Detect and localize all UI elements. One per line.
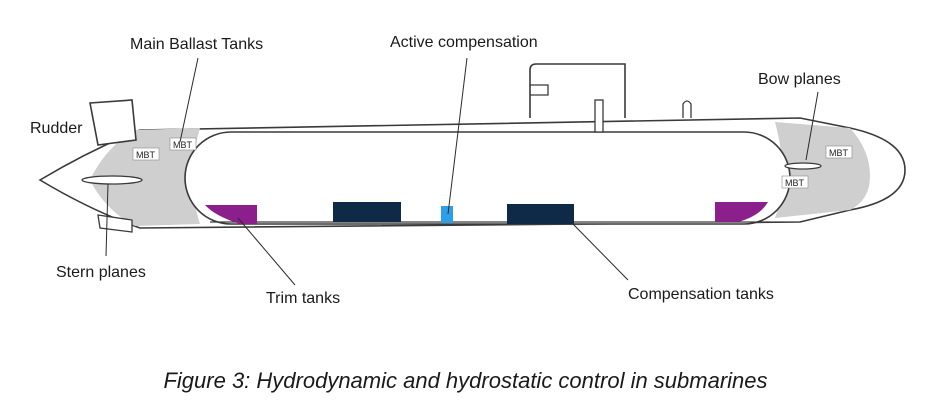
mast	[594, 99, 604, 133]
label-stern-planes: Stern planes	[56, 264, 146, 281]
svg-text:MBT: MBT	[173, 140, 193, 150]
svg-text:MBT: MBT	[829, 148, 849, 158]
label-rudder: Rudder	[30, 120, 83, 137]
trim-tank-aft	[205, 205, 257, 224]
leader-bow-planes	[805, 91, 819, 161]
compensation-tank-aft	[333, 202, 401, 222]
label-active-compensation: Active compensation	[390, 34, 538, 51]
figure-caption: Figure 3: Hydrodynamic and hydrostatic c…	[163, 368, 768, 393]
mbt-tag-bow-1: MBT	[825, 145, 853, 159]
leader-lines	[105, 57, 819, 286]
svg-text:MBT: MBT	[785, 178, 805, 188]
active-compensation-tank	[441, 206, 453, 223]
leader-stern-planes	[105, 183, 109, 257]
label-compensation-tanks: Compensation tanks	[628, 286, 774, 303]
periscope	[682, 100, 692, 118]
svg-text:MBT: MBT	[136, 150, 156, 160]
leader-main-ballast	[179, 57, 199, 143]
sail	[529, 63, 626, 118]
mbt-tag-stern-1: MBT	[132, 147, 160, 161]
mbt-tag-bow-2: MBT	[781, 175, 809, 189]
label-bow-planes: Bow planes	[758, 71, 841, 88]
label-main-ballast-tanks: Main Ballast Tanks	[130, 36, 264, 53]
label-trim-tanks: Trim tanks	[266, 290, 341, 307]
leader-compensation-tanks	[571, 222, 629, 281]
trim-tank-fwd	[715, 202, 768, 222]
compensation-tank-fwd	[507, 204, 574, 224]
mbt-tag-stern-2: MBT	[169, 137, 197, 151]
leader-active-compensation	[447, 57, 468, 215]
pressure-hull	[184, 131, 791, 225]
stern-ballast-zone	[90, 128, 200, 226]
bow-plane	[784, 162, 822, 170]
sail-notch	[530, 84, 549, 96]
rudder	[89, 99, 137, 146]
leader-trim-tanks	[237, 217, 296, 286]
stern-plane	[81, 175, 143, 185]
